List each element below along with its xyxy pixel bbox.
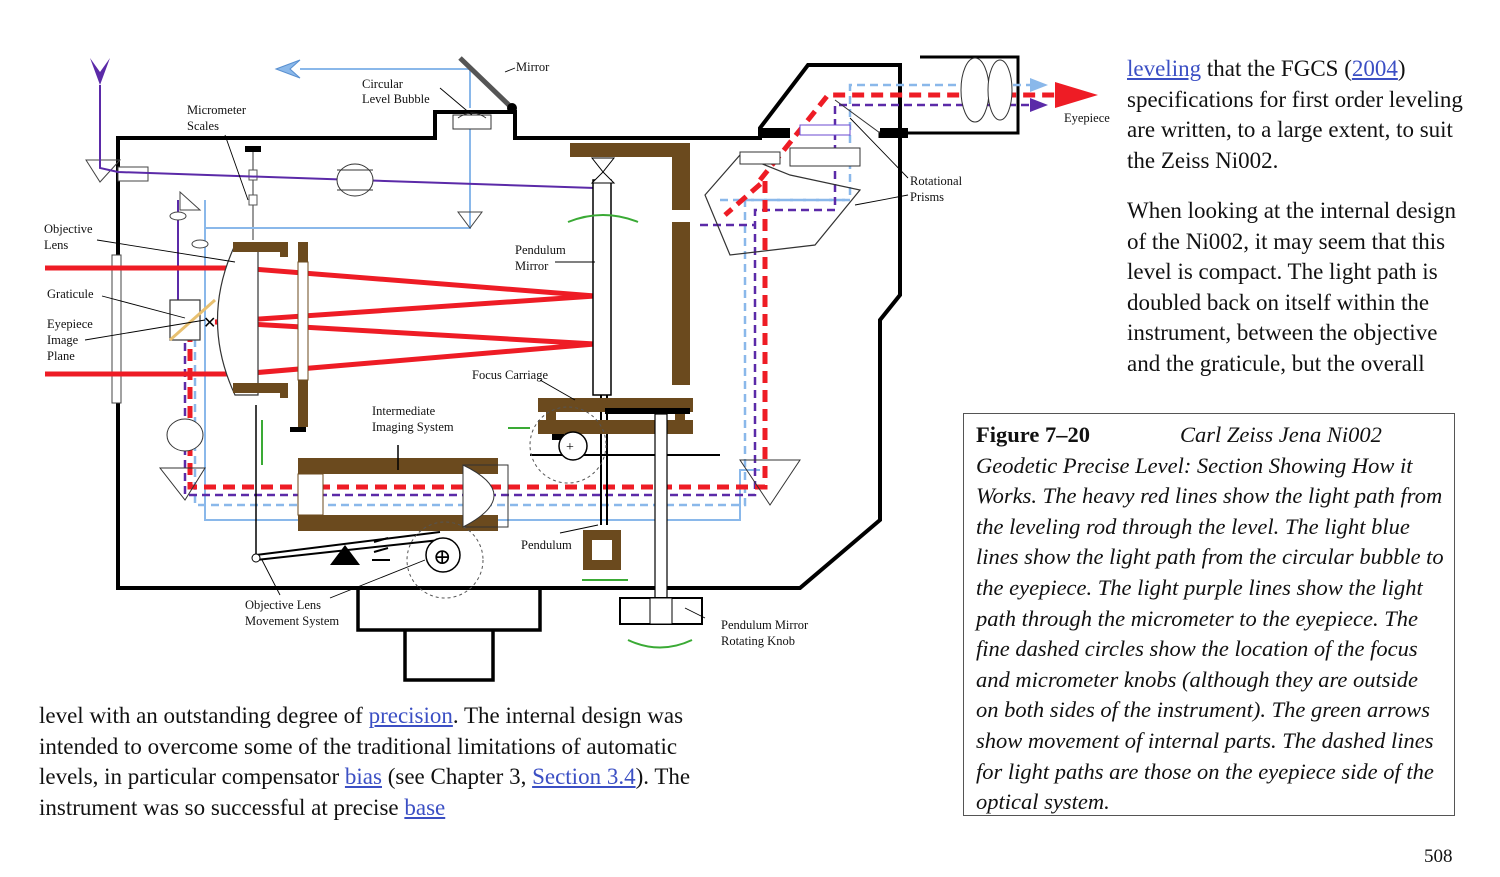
label-focus-carriage: Focus Carriage xyxy=(472,368,548,382)
rotational-prisms xyxy=(704,154,862,256)
text-run: . The internal design was intended to ov… xyxy=(39,703,684,789)
svg-text:+: + xyxy=(566,440,574,455)
bottom-column-text: level with an outstanding degree of prec… xyxy=(39,701,739,823)
objective-lens xyxy=(217,244,259,396)
base-block xyxy=(356,588,542,632)
figure-number: Figure 7–20 xyxy=(976,422,1090,447)
label-micrometer-scales: Scales xyxy=(187,119,219,133)
label-pendulum-mirror-knob: Pendulum Mirror xyxy=(721,618,809,632)
label-objective-lens: Lens xyxy=(44,238,68,252)
label-graticule: Graticule xyxy=(47,287,94,301)
mirror xyxy=(458,56,514,110)
label-circular-level-bubble: Circular xyxy=(362,77,404,91)
label-pendulum: Pendulum xyxy=(521,538,572,552)
svg-text:✕: ✕ xyxy=(203,315,216,332)
figure-title: Carl Zeiss Jena Ni002 xyxy=(1179,422,1382,447)
text-run: that the FGCS ( xyxy=(1201,56,1352,81)
text-run: ) specifications for first order levelin… xyxy=(1127,56,1463,173)
link-2004[interactable]: 2004 xyxy=(1351,56,1398,81)
text-run: (see Chapter 3, xyxy=(381,764,533,789)
label-rotational-prisms: Rotational xyxy=(910,174,963,188)
label-objective-lens: Objective xyxy=(44,222,93,236)
purple-light-path xyxy=(99,85,596,320)
text-run: level with an outstanding degree of xyxy=(39,703,369,728)
instrument-body xyxy=(116,63,902,590)
label-mirror: Mirror xyxy=(516,60,550,74)
label-intermediate-imaging-system: Intermediate xyxy=(372,404,436,418)
pendulum-mirror xyxy=(592,179,612,396)
label-objective-lens-movement: Objective Lens xyxy=(245,598,321,612)
focus-carriage xyxy=(538,398,693,434)
label-pendulum-mirror-knob: Rotating Knob xyxy=(721,634,795,648)
label-eyepiece-image-plane: Eyepiece xyxy=(47,317,93,331)
link-precision[interactable]: precision xyxy=(368,703,453,728)
label-circular-level-bubble: Level Bubble xyxy=(362,92,430,106)
label-intermediate-imaging-system: Imaging System xyxy=(372,420,454,434)
caption-body: Geodetic Precise Level: Section Showing … xyxy=(976,452,1444,815)
link-base[interactable]: base xyxy=(404,794,446,820)
label-objective-lens-movement: Movement System xyxy=(245,614,339,628)
label-micrometer-scales: Micrometer xyxy=(187,103,247,117)
label-pendulum-mirror: Mirror xyxy=(515,259,549,273)
link-leveling[interactable]: leveling xyxy=(1127,56,1202,81)
right-column-text: leveling that the FGCS (2004) specificat… xyxy=(1127,54,1472,399)
link-bias[interactable]: bias xyxy=(344,764,382,789)
red-light-path xyxy=(45,265,596,377)
paragraph: When looking at the internal design of t… xyxy=(1127,198,1456,376)
green-movement-arrows xyxy=(261,214,693,649)
svg-text:⊕: ⊕ xyxy=(433,544,451,569)
page-number: 508 xyxy=(1424,846,1453,867)
link-section-3-4[interactable]: Section 3.4 xyxy=(532,764,636,789)
figure-caption: Figure 7–20 Carl Zeiss Jena Ni002 Geodeti… xyxy=(963,413,1455,816)
label-eyepiece-image-plane: Image xyxy=(47,333,79,347)
label-eyepiece: Eyepiece xyxy=(1064,111,1110,125)
level-section-diagram: ✕ + xyxy=(44,55,1110,682)
label-pendulum-mirror: Pendulum xyxy=(515,243,566,257)
tripod-mount xyxy=(403,630,495,682)
paragraph: leveling that the FGCS (2004) specificat… xyxy=(1127,54,1472,176)
label-eyepiece-image-plane: Plane xyxy=(47,349,75,363)
label-rotational-prisms: Prisms xyxy=(910,190,944,204)
text-run: ). The instrument was so successful at p… xyxy=(39,764,691,820)
pendulum-frame xyxy=(570,143,690,395)
